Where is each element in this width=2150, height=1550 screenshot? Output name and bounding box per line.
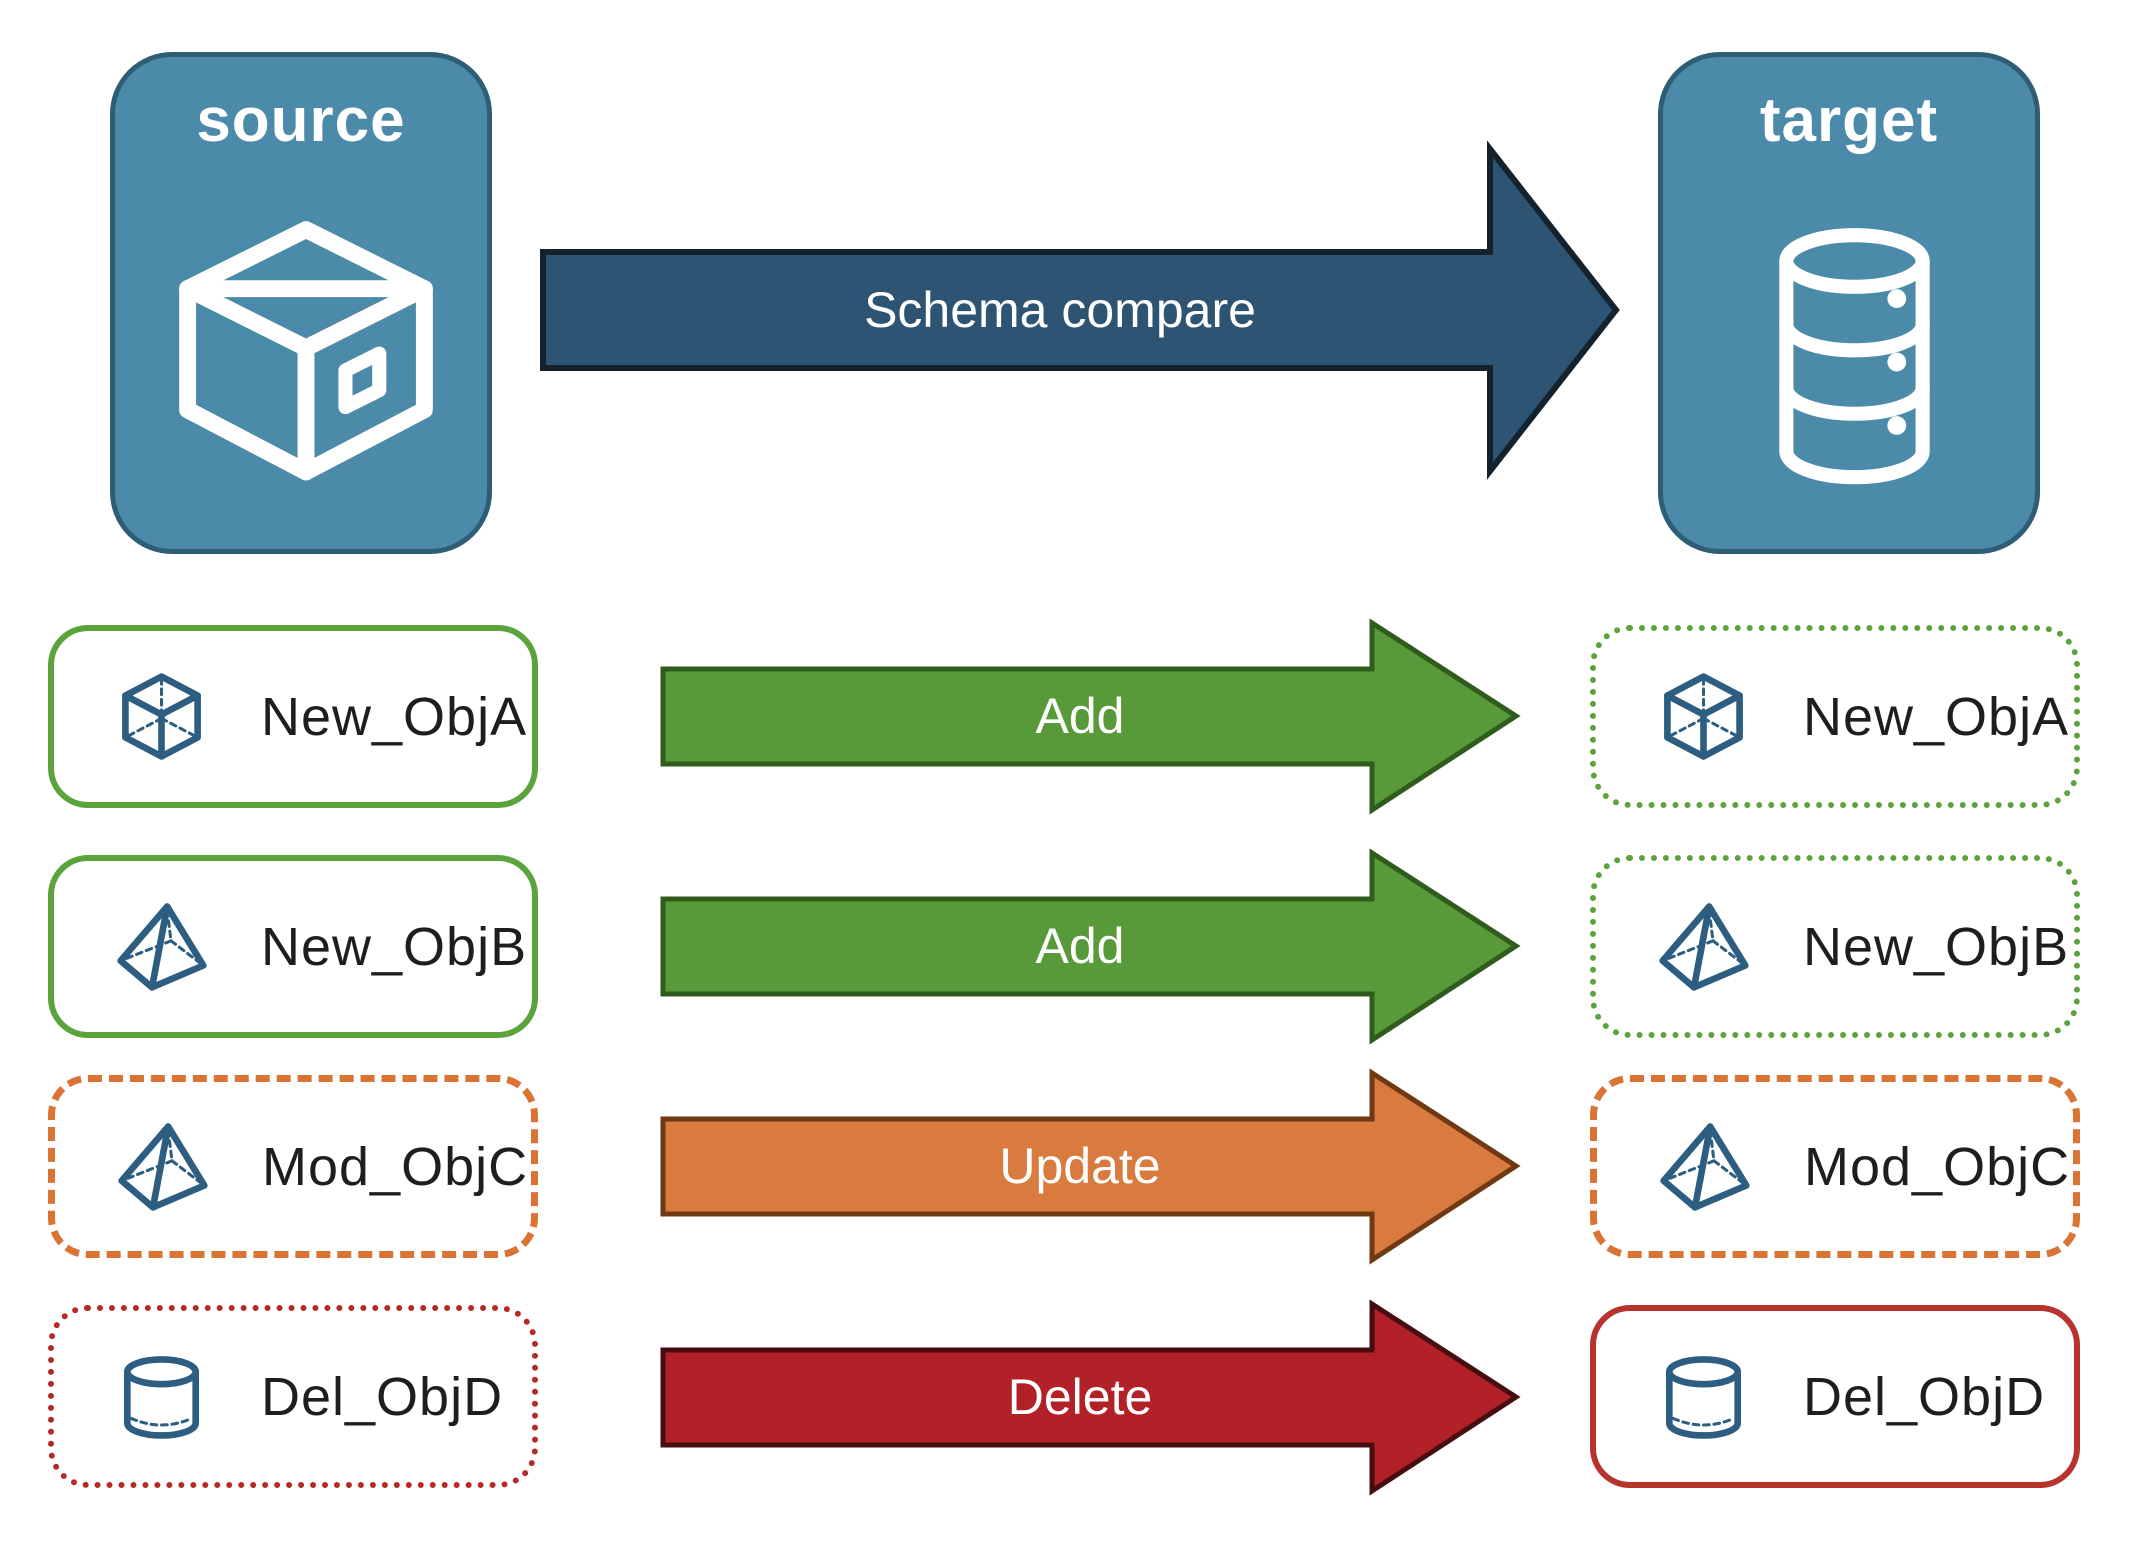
update-arrow-label: Update [999, 1138, 1160, 1194]
target-object-mod-objc: Mod_ObjC [1590, 1075, 2080, 1258]
schema-compare-arrow: Schema compare [540, 140, 1620, 480]
object-label: Mod_ObjC [262, 1136, 529, 1197]
source-card: source [110, 52, 492, 554]
pyramid-icon [117, 903, 207, 991]
source-title: source [196, 86, 406, 155]
object-label: New_ObjA [261, 686, 528, 747]
object-label: New_ObjA [1803, 686, 2070, 747]
delete-arrow: Delete [660, 1299, 1521, 1496]
target-object-del-objd: Del_ObjD [1590, 1305, 2080, 1488]
add-arrow-1-label: Add [1036, 688, 1125, 744]
source-object-del-objd: Del_ObjD [48, 1305, 538, 1488]
cylinder-icon [1665, 1356, 1742, 1439]
pyramid-icon [1659, 903, 1749, 991]
object-label: Del_ObjD [1803, 1366, 2046, 1427]
add-arrow-2: Add [660, 848, 1521, 1045]
package-icon [179, 221, 433, 481]
add-arrow-1: Add [660, 618, 1521, 815]
object-label: Del_ObjD [261, 1366, 504, 1427]
source-object-new-objb: New_ObjB [48, 855, 538, 1038]
cylinder-icon [123, 1356, 200, 1439]
source-object-new-obja: New_ObjA [48, 625, 538, 808]
object-label: Mod_ObjC [1804, 1136, 2071, 1197]
schema-compare-label: Schema compare [864, 282, 1256, 338]
object-label: New_ObjB [1803, 916, 2070, 977]
target-object-new-obja: New_ObjA [1590, 625, 2080, 808]
target-card: target [1658, 52, 2040, 554]
source-object-mod-objc: Mod_ObjC [48, 1075, 538, 1258]
database-icon [1779, 228, 1930, 485]
target-object-new-objb: New_ObjB [1590, 855, 2080, 1038]
cube-icon [1664, 673, 1743, 760]
update-arrow: Update [660, 1068, 1521, 1265]
add-arrow-2-label: Add [1036, 918, 1125, 974]
target-title: target [1759, 86, 1939, 155]
pyramid-icon [118, 1123, 208, 1211]
cube-icon [122, 673, 201, 760]
object-label: New_ObjB [261, 916, 528, 977]
delete-arrow-label: Delete [1008, 1369, 1153, 1425]
pyramid-icon [1660, 1123, 1750, 1211]
